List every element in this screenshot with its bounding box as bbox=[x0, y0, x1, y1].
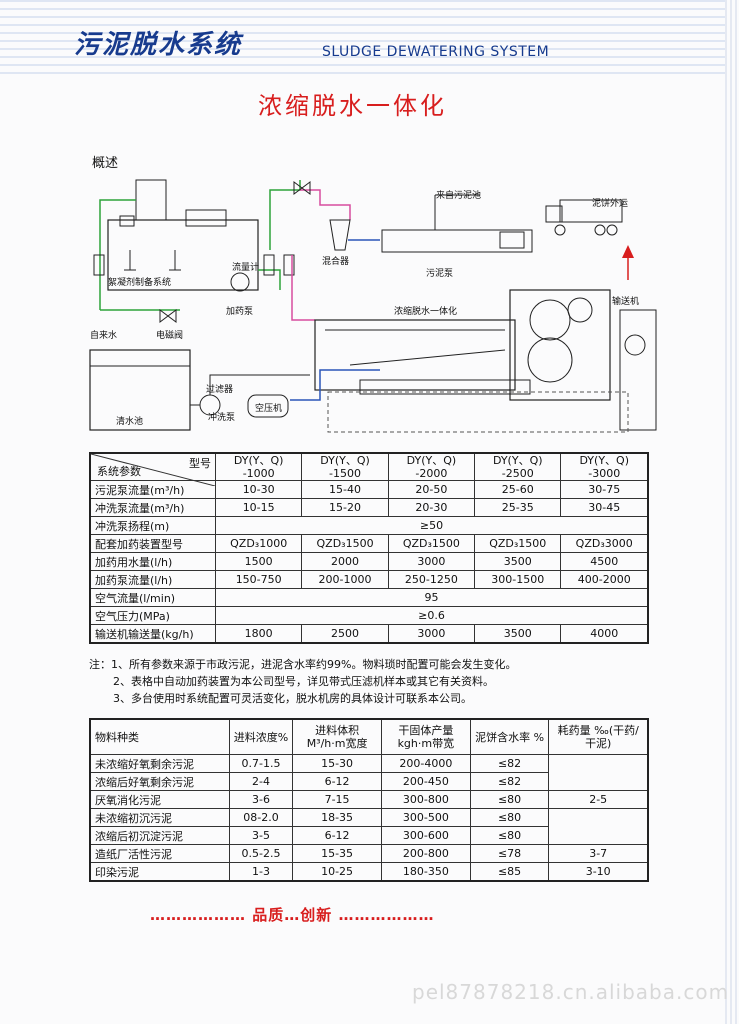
label-sludge-pump: 污泥泵 bbox=[426, 269, 454, 279]
process-diagram bbox=[89, 179, 657, 433]
spec-header-bottom: 系统参数 bbox=[97, 465, 141, 478]
spec-table: 型号 系统参数 DY(Y、Q)-1000 DY(Y、Q)-1500 DY(Y、Q… bbox=[89, 452, 649, 644]
table-row: 厌氧消化污泥 3-6 7-15 300-800 ≤80 2-5 bbox=[89, 790, 649, 809]
model-header: DY(Y、Q)-1500 bbox=[301, 452, 389, 481]
table-row: 加药泵流量(l/h) 150-750 200-1000 250-1250 300… bbox=[89, 570, 649, 589]
notes: 注：1、所有参数来源于市政污泥，进泥含水率约99%。物料琐时配置可能会发生变化。… bbox=[89, 656, 516, 707]
material-table: 物料种类 进料浓度% 进料体积 M³/h·m宽度 干固体产量 kgh·m带宽 泥… bbox=[89, 718, 649, 882]
right-edge-stripes bbox=[725, 0, 739, 1024]
table-row: 输送机输送量(kg/h) 1800 2500 3000 3500 4000 bbox=[89, 624, 649, 644]
label-integrated-unit: 浓缩脱水一体化 bbox=[394, 307, 458, 317]
table-row: 加药用水量(l/h) 1500 2000 3000 3500 4500 bbox=[89, 552, 649, 571]
table-row: 空气压力(MPa) ≥0.6 bbox=[89, 606, 649, 625]
note-line: 2、表格中自动加药装置为本公司型号，详见带式压滤机样本或其它有关资料。 bbox=[113, 675, 494, 688]
clear-water-tank bbox=[89, 349, 191, 431]
label-flowmeter: 流量计 bbox=[232, 263, 260, 273]
table-row: 污泥泵流量(m³/h) 10-30 15-40 20-50 25-60 30-7… bbox=[89, 480, 649, 499]
spec-header-top: 型号 bbox=[189, 457, 211, 470]
model-header: DY(Y、Q)-2000 bbox=[387, 452, 476, 481]
model-header: DY(Y、Q)-1000 bbox=[214, 452, 303, 481]
label-flocculant-system: 絮凝剂制备系统 bbox=[108, 278, 172, 288]
table-row: 配套加药装置型号 QZD₃1000 QZD₃1500 QZD₃1500 QZD₃… bbox=[89, 534, 649, 553]
section-label: 概述 bbox=[92, 156, 119, 171]
label-wash-pump: 冲洗泵 bbox=[208, 413, 236, 423]
note-line: 3、多台使用时系统配置可灵活变化，脱水机房的具体设计可联系本公司。 bbox=[113, 692, 472, 705]
model-header: DY(Y、Q)-3000 bbox=[560, 452, 649, 481]
label-from-sludge-tank: 来自污泥池 bbox=[436, 191, 482, 201]
header-stripes bbox=[0, 0, 739, 80]
table-row: 冲洗泵流量(m³/h) 10-15 15-20 20-30 25-35 30-4… bbox=[89, 498, 649, 517]
integrated-unit-frame bbox=[314, 319, 516, 391]
table-row: 未浓缩好氧剩余污泥 0.7-1.5 15-30 200-4000 ≤82 bbox=[89, 754, 649, 791]
label-tap-water: 自来水 bbox=[90, 331, 118, 341]
table-row: 印染污泥 1-3 10-25 180-350 ≤85 3-10 bbox=[89, 862, 649, 882]
label-dosing-pump: 加药泵 bbox=[226, 307, 254, 317]
table-row: 冲洗泵扬程(m) ≥50 bbox=[89, 516, 649, 535]
label-mixer: 混合器 bbox=[322, 257, 350, 267]
label-clear-water-tank: 清水池 bbox=[116, 417, 144, 427]
model-header: DY(Y、Q)-2500 bbox=[474, 452, 562, 481]
page-title: 浓缩脱水一体化 bbox=[258, 92, 447, 120]
table-row: 未浓缩初沉污泥 08-2.0 18-35 300-500 ≤80 bbox=[89, 808, 649, 845]
watermark: pel87878218.cn.alibaba.com bbox=[412, 980, 730, 1004]
spec-header-cell: 型号 系统参数 bbox=[89, 452, 216, 486]
note-line: 注：1、所有参数来源于市政污泥，进泥含水率约99%。物料琐时配置可能会发生变化。 bbox=[89, 658, 517, 671]
label-solenoid-valve: 电磁阀 bbox=[156, 331, 184, 341]
table-row: 造纸厂活性污泥 0.5-2.5 15-35 200-800 ≤78 3-7 bbox=[89, 844, 649, 863]
label-air-compressor: 空压机 bbox=[255, 404, 283, 414]
label-filter: 过滤器 bbox=[206, 385, 234, 395]
table-row: 空气流量(l/min) 95 bbox=[89, 588, 649, 607]
header-title-en: SLUDGE DEWATERING SYSTEM bbox=[322, 44, 550, 60]
label-conveyor: 输送机 bbox=[612, 297, 640, 307]
label-cake-out: 泥饼外运 bbox=[592, 199, 629, 209]
header-title-cn: 污泥脱水系统 bbox=[74, 30, 243, 60]
table-row: 浓缩后初沉淀污泥 3-5 6-12 300-600 ≤80 bbox=[89, 826, 648, 845]
material-table-header: 物料种类 进料浓度% 进料体积 M³/h·m宽度 干固体产量 kgh·m带宽 泥… bbox=[89, 718, 649, 755]
arrow-up-icon bbox=[622, 245, 634, 258]
footer-slogan: ……………… 品质…创新 ……………… bbox=[150, 906, 435, 924]
flocculant-tank bbox=[107, 219, 259, 291]
table-row: 浓缩后好氧剩余污泥 2-4 6-12 200-450 ≤82 bbox=[89, 772, 648, 791]
